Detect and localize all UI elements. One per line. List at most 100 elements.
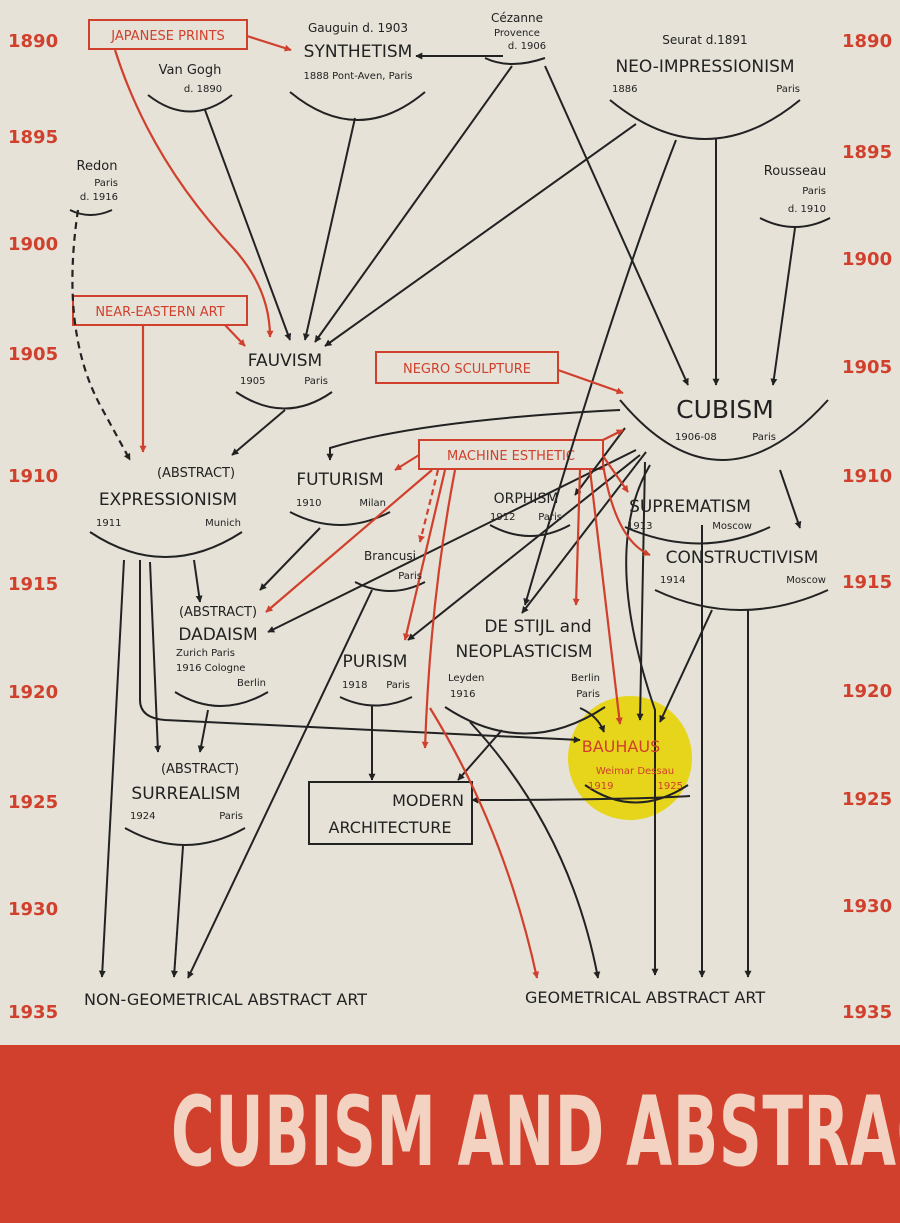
influence-arrow — [314, 65, 513, 343]
bauhaus-year1: 1919 — [588, 781, 613, 792]
influence-arrow — [544, 65, 689, 386]
expressionism-curve — [89, 531, 243, 558]
influence-arrow — [636, 461, 646, 721]
influence-arrow — [265, 469, 433, 613]
cezanne-artist: Cézanne — [491, 11, 543, 25]
year-label: 1925 — [8, 792, 58, 813]
influence-boxes: JAPANESE PRINTS NEAR-EASTERN ART NEGRO S… — [72, 19, 604, 470]
influence-arrow — [557, 368, 624, 395]
year-label: 1890 — [8, 31, 58, 52]
influence-arrow — [471, 795, 691, 804]
synthetism-curve — [289, 91, 426, 121]
cezanne-place: Provence — [494, 28, 540, 39]
destijl-city2: Berlin — [571, 673, 600, 684]
bauhaus-year2: 1925 — [658, 781, 683, 792]
rousseau-city: Paris — [802, 186, 826, 197]
influence-arrow — [521, 451, 647, 614]
fauvism-city: Paris — [304, 376, 328, 387]
brancusi-artist: Brancusi — [364, 549, 416, 563]
expressionism-city: Munich — [205, 518, 241, 529]
year-label: 1900 — [8, 234, 58, 255]
constructivism-curve — [654, 589, 829, 611]
redon-city: Paris — [94, 178, 118, 189]
title-banner: CUBISM AND ABSTRACT ART — [0, 1045, 900, 1223]
black-arrows — [98, 52, 802, 979]
constructivism-year: 1914 — [660, 575, 685, 586]
influence-arrow — [602, 429, 624, 441]
influence-arrow — [326, 409, 621, 461]
modern-architecture-box — [308, 781, 473, 845]
influence-arrow — [421, 469, 457, 749]
influence-arrow — [139, 560, 581, 744]
influence-arrow — [602, 455, 629, 493]
influence-arrow — [394, 454, 420, 471]
surrealism-city: Paris — [219, 811, 243, 822]
futurism-title: FUTURISM — [296, 470, 383, 490]
bauhaus-cities: Weimar Dessau — [596, 766, 674, 777]
suprematism-year: 1913 — [627, 521, 652, 532]
influence-arrow — [779, 469, 802, 529]
orphism-title: ORPHISM — [494, 491, 559, 507]
synthetism-title: SYNTHETISM — [304, 42, 413, 62]
purism-title: PURISM — [343, 652, 408, 672]
cubism-title: CUBISM — [676, 395, 774, 424]
year-label: 1930 — [8, 899, 58, 920]
dadaism-prefix: (ABSTRACT) — [179, 605, 257, 620]
influence-arrow — [574, 427, 626, 496]
node-labels: Gauguin d. 1903 SYNTHETISM 1888 Pont-Ave… — [77, 11, 827, 1009]
poster-title: CUBISM AND ABSTRACT ART — [171, 1076, 900, 1188]
japanese-prints-label: JAPANESE PRINTS — [110, 29, 225, 44]
influence-arrow — [770, 227, 796, 386]
dadaism-line2: 1916 Cologne — [176, 663, 245, 674]
destijl-city1: Leyden — [448, 673, 484, 684]
synthetism-detail: 1888 Pont-Aven, Paris — [304, 71, 413, 82]
year-label: 1920 — [8, 682, 58, 703]
geometrical-abstract-art: GEOMETRICAL ABSTRACT ART — [525, 988, 765, 1007]
influence-arrow — [302, 117, 356, 341]
year-label: 1895 — [8, 127, 58, 148]
vangogh-artist: Van Gogh — [159, 63, 222, 78]
fauvism-year: 1905 — [240, 376, 265, 387]
destijl-title-line2: NEOPLASTICISM — [455, 642, 592, 662]
influence-arrow — [601, 463, 651, 557]
suprematism-curve — [624, 526, 771, 545]
non-geometrical-abstract-art: NON-GEOMETRICAL ABSTRACT ART — [84, 990, 367, 1009]
influence-arrow — [246, 34, 292, 52]
purism-city: Paris — [386, 680, 410, 691]
influence-arrow — [267, 449, 637, 633]
years-left: 1890 1895 1900 1905 1910 1915 1920 1925 … — [8, 31, 58, 1023]
year-label: 1915 — [842, 572, 892, 593]
year-label: 1930 — [842, 896, 892, 917]
influence-arrow — [403, 469, 447, 641]
influence-arrow — [588, 469, 623, 725]
surrealism-year: 1924 — [130, 811, 155, 822]
surrealism-title: SURREALISM — [131, 784, 240, 804]
dadaism-title: DADAISM — [178, 625, 257, 645]
influence-arrow — [469, 721, 601, 979]
vangogh-died: d. 1890 — [184, 84, 222, 95]
influence-arrow — [231, 409, 286, 456]
seurat-artist: Seurat d.1891 — [662, 33, 747, 47]
influence-arrow — [170, 845, 184, 978]
futurism-year: 1910 — [296, 498, 321, 509]
influence-arrow — [193, 559, 203, 603]
years-right: 1890 1895 1900 1905 1910 1915 1920 1925 … — [842, 31, 892, 1023]
cezanne-died: d. 1906 — [508, 41, 546, 52]
year-label: 1915 — [8, 574, 58, 595]
machine-esthetic-box — [418, 439, 604, 470]
orphism-curve — [489, 524, 571, 537]
fauvism-curve — [235, 391, 333, 410]
japanese-prints-box — [88, 19, 248, 50]
gauguin-artist: Gauguin d. 1903 — [308, 21, 408, 35]
destijl-curve — [444, 706, 606, 735]
year-label: 1910 — [842, 466, 892, 487]
futurism-city: Milan — [359, 498, 386, 509]
influence-arrow — [324, 123, 637, 347]
influence-arrow — [659, 609, 713, 723]
cubism-city: Paris — [752, 432, 776, 443]
destijl-city3: Paris — [576, 689, 600, 700]
influence-arrow — [523, 139, 677, 606]
cubism-year: 1906-08 — [675, 432, 717, 443]
redon-curve — [69, 209, 113, 216]
